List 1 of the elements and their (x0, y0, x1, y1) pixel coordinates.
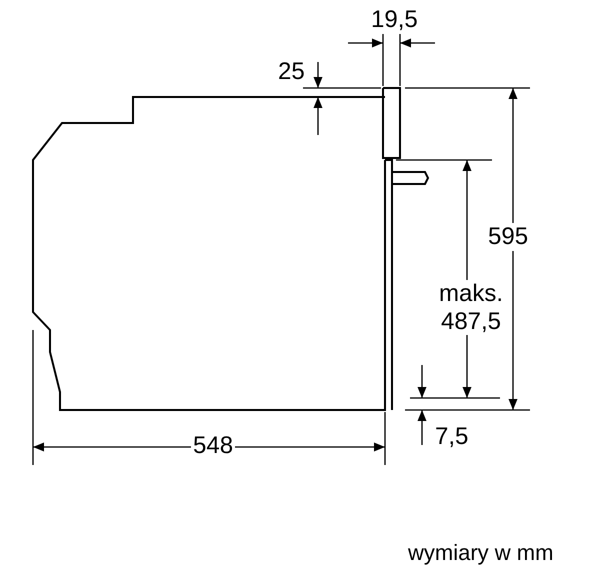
dimension-label: 595 (486, 223, 530, 251)
